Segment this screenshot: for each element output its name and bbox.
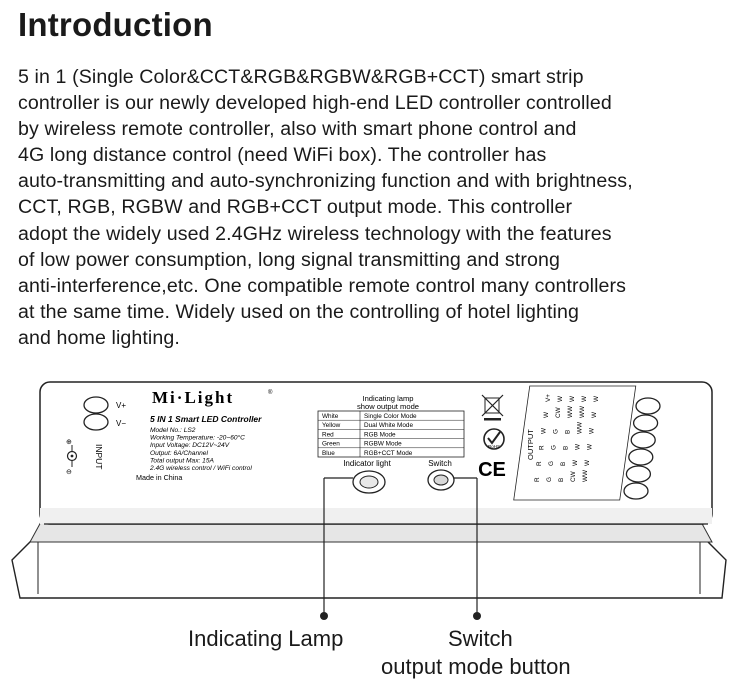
- output-terminal: [630, 431, 656, 449]
- output-terminal: [632, 414, 659, 432]
- output-cell: R: [538, 445, 545, 450]
- callout-switch: Switch: [448, 626, 513, 651]
- indicator-light-label: Indicator light: [343, 459, 391, 468]
- output-cell: W: [589, 427, 596, 434]
- indicating-lamp: [352, 470, 386, 494]
- output-cell: G: [553, 429, 560, 434]
- svg-text:⊕: ⊕: [66, 439, 72, 446]
- output-cell: G: [550, 445, 557, 450]
- lamp-color-cell: Blue: [322, 450, 335, 457]
- output-cell: R: [534, 477, 541, 482]
- lamp-color-cell: Yellow: [322, 422, 341, 429]
- dc-polarity-icon: ⊕ ⊖: [66, 439, 78, 476]
- intro-paragraph: 5 in 1 (Single Color&CCT&RGB&RGBW&RGB+CC…: [18, 64, 718, 351]
- output-cell: B: [562, 446, 569, 450]
- intro-line: CCT, RGB, RGBW and RGB+CCT output mode. …: [18, 196, 573, 219]
- v-minus-label: V−: [116, 419, 126, 428]
- output-cell: W: [591, 411, 598, 418]
- lamp-color-cell: Green: [322, 441, 340, 448]
- callout-output-mode: output mode button: [381, 654, 571, 679]
- svg-text:RoHS: RoHS: [488, 444, 500, 449]
- lamp-color-cell: White: [322, 413, 339, 420]
- spec-line: Input Voltage: DC12V~24V: [150, 442, 230, 449]
- switch-label: Switch: [428, 459, 452, 468]
- output-terminal: [635, 397, 661, 415]
- spec-line: Working Temperature: -20~60°C: [150, 434, 245, 442]
- weee-bin-icon: [481, 394, 504, 421]
- lamp-mode-cell: RGBW Mode: [364, 441, 402, 448]
- spec-line: Model No.: LS2: [150, 427, 196, 434]
- output-cell: B: [560, 462, 567, 466]
- intro-line: auto-transmitting and auto-synchronizing…: [18, 170, 633, 193]
- output-cell: WW: [567, 405, 574, 418]
- terminal-v-plus: [83, 396, 109, 414]
- intro-line: 5 in 1 (Single Color&CCT&RGB&RGBW&RGB+CC…: [18, 66, 584, 88]
- output-terminal: [625, 465, 652, 483]
- rohs-icon: RoHS: [483, 428, 505, 450]
- output-cell: R: [536, 461, 543, 466]
- intro-line: of low power consumption, long signal tr…: [18, 248, 560, 271]
- output-label: OUTPUT: [526, 429, 535, 460]
- lamp-mode-cell: RGB Mode: [364, 431, 396, 438]
- output-cell: B: [565, 430, 572, 434]
- page-title: Introduction: [18, 6, 213, 43]
- product-name: 5 IN 1 Smart LED Controller: [150, 414, 262, 424]
- intro-line: anti-interference,etc. One compatible re…: [18, 274, 627, 297]
- intro-line: 4G long distance control (need WiFi box)…: [18, 144, 547, 167]
- lamp-mode-cell: Dual White Mode: [364, 422, 413, 429]
- output-cell: W: [581, 395, 588, 402]
- output-cell: W: [586, 443, 593, 450]
- housing-base: [11, 533, 727, 599]
- intro-line: and home lighting.: [18, 326, 180, 349]
- intro-line: controller is our newly developed high-e…: [18, 92, 612, 115]
- output-cell: V+: [545, 394, 552, 402]
- output-cell: W: [541, 427, 548, 434]
- output-cell: WW: [579, 405, 586, 418]
- output-cell: G: [546, 477, 553, 482]
- output-terminals: [623, 397, 661, 500]
- lamp-mode-cell: RGB+CCT Mode: [364, 450, 413, 457]
- input-label: INPUT: [94, 444, 104, 470]
- ce-mark-icon: CE: [478, 459, 506, 481]
- output-terminal: [623, 482, 649, 500]
- output-cell: B: [558, 478, 565, 482]
- output-cell: CW: [555, 406, 562, 418]
- output-cell: W: [584, 459, 591, 466]
- output-cell: G: [548, 461, 555, 466]
- lamp-table-title-1: Indicating lamp: [362, 394, 413, 403]
- output-cell: W: [543, 411, 550, 418]
- output-cell: W: [574, 443, 581, 450]
- output-cell: WW: [582, 469, 589, 482]
- intro-line: at the same time. Widely used on the con…: [18, 300, 579, 323]
- controller-illustration: V+ V− ⊕ ⊖ INPUT Mi·Light ® 5 IN 1 Smart …: [11, 381, 727, 620]
- v-plus-label: V+: [116, 401, 126, 410]
- output-cell: CW: [570, 470, 577, 482]
- spec-line: Total output Max: 15A: [150, 457, 215, 464]
- made-in-label: Made in China: [136, 473, 182, 482]
- spec-line: Output: 6A/Channel: [150, 450, 208, 457]
- svg-text:⊖: ⊖: [66, 469, 72, 476]
- brand-logo: Mi·Light: [152, 388, 234, 407]
- output-terminal: [628, 448, 654, 466]
- output-cell: W: [569, 395, 576, 402]
- intro-line: adopt the widely used 2.4GHz wireless te…: [18, 222, 612, 245]
- terminal-v-minus: [83, 413, 109, 431]
- output-cell: W: [593, 395, 600, 402]
- lamp-color-cell: Red: [322, 431, 334, 438]
- mode-switch-button[interactable]: [427, 469, 455, 491]
- output-cell: W: [557, 395, 564, 402]
- svg-text:®: ®: [268, 389, 273, 396]
- intro-line: by wireless remote controller, also with…: [18, 118, 577, 141]
- spec-line: 2.4G wireless control / WiFi control: [149, 465, 252, 472]
- output-cell: W: [572, 459, 579, 466]
- output-cell: WW: [577, 421, 584, 434]
- callout-indicating-lamp: Indicating Lamp: [188, 626, 344, 651]
- lamp-table-title-2: show output mode: [357, 402, 419, 411]
- lamp-mode-cell: Single Color Mode: [364, 413, 417, 420]
